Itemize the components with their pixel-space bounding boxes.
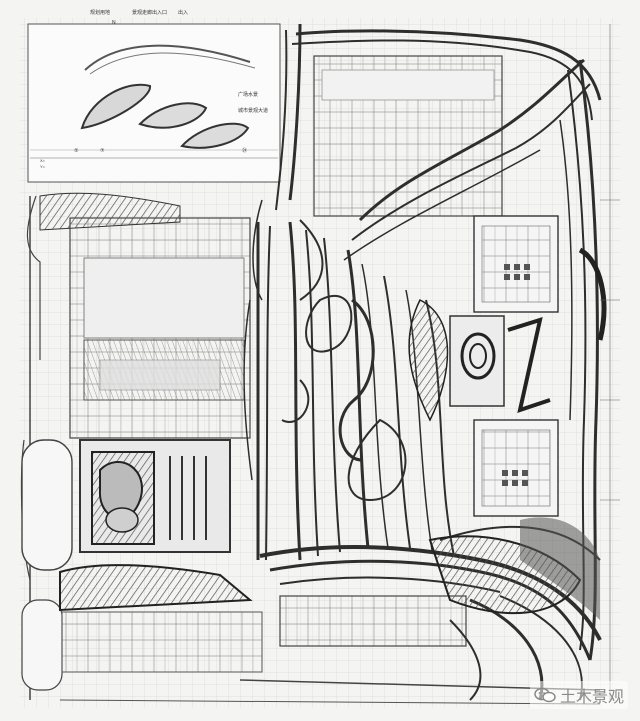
watermark: 土木景观 — [529, 681, 628, 709]
east-margin-lines — [600, 24, 620, 700]
coord-y-label: Y= — [40, 164, 46, 169]
plaza-label-1: 广场水景 — [238, 91, 258, 98]
axis-number-7: ⑦ — [100, 148, 105, 154]
top-label-2: 景观走廊出入口 — [132, 9, 167, 16]
plaza-sculpture-1 — [80, 83, 151, 130]
plaza-sculpture-2 — [138, 102, 208, 129]
west-building-block — [69, 217, 251, 439]
plaza-sculpture-3 — [180, 122, 250, 149]
wechat-icon — [534, 687, 556, 703]
top-plaza: 广场水景 城市景观大道 ⑤ ⑦ ㉔ X= Y= — [27, 23, 281, 183]
southwest-planting — [59, 564, 263, 673]
east-tower-2 — [473, 419, 559, 517]
west-road — [20, 195, 73, 700]
northeast-building-block — [313, 55, 503, 217]
heavy-ink-masses — [39, 192, 607, 620]
central-pavilion — [449, 315, 551, 414]
north-mark: N — [112, 20, 116, 26]
top-label-1: 规划用地 — [90, 9, 110, 16]
axis-number-24: ㉔ — [242, 147, 247, 154]
axis-number-5: ⑤ — [74, 148, 79, 154]
plaza-label-2: 城市景观大道 — [238, 107, 268, 114]
coord-x-label: X= — [40, 158, 46, 163]
top-label-3: 出入 — [178, 9, 188, 16]
courtyard-water-feature — [79, 439, 231, 553]
watermark-text: 土木景观 — [559, 687, 624, 706]
east-tower-1 — [473, 215, 559, 313]
